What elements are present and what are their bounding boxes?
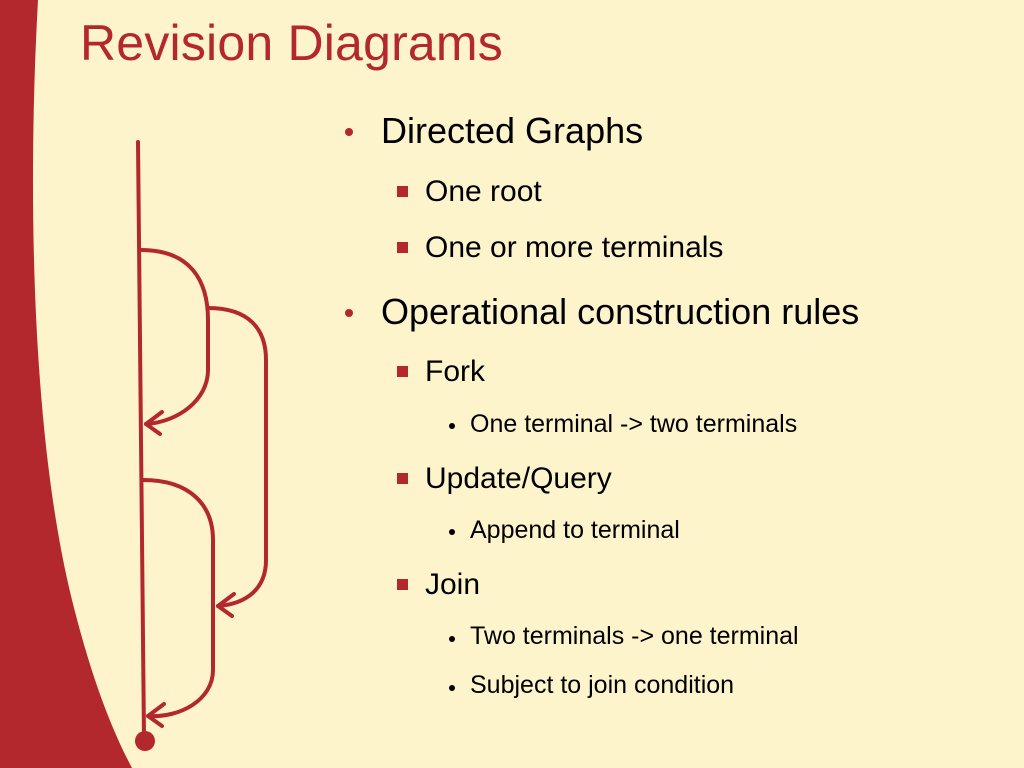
bullet-item: Append to terminal <box>470 516 680 544</box>
fork-join-arc-3 <box>141 478 215 719</box>
bullet-item: Update/Query <box>425 462 612 495</box>
bullet-item: Directed Graphs <box>381 110 644 151</box>
bullet-item: One root <box>425 175 542 208</box>
fork-join-arc-2 <box>206 306 268 608</box>
bullet-item: Operational construction rules <box>381 291 860 332</box>
bullet-square <box>397 186 408 197</box>
arrowhead-3 <box>146 702 166 728</box>
bullet-dot <box>449 423 455 429</box>
bullet-square <box>397 242 408 253</box>
bullet-item: One or more terminals <box>425 231 724 264</box>
bullet-item: One terminal -> two terminals <box>470 410 798 438</box>
left-red-panel <box>0 0 132 768</box>
slide-title: Revision Diagrams <box>80 15 503 71</box>
bullet-square <box>397 579 408 590</box>
bullet-square <box>397 473 408 484</box>
bullet-item: Join <box>425 568 481 601</box>
arrowhead-2 <box>216 592 236 618</box>
bullet-dot <box>449 529 455 535</box>
bullet-dot <box>449 685 455 691</box>
bullet-dot <box>345 128 353 136</box>
main-revision-line <box>136 140 146 740</box>
fork-join-arc-1 <box>139 248 210 426</box>
bullet-item: Fork <box>425 355 485 388</box>
bullet-dot <box>345 309 353 317</box>
bullet-dot <box>449 636 455 642</box>
bullet-item: Subject to join condition <box>470 671 735 699</box>
bullet-square <box>397 366 408 377</box>
arrowhead-1 <box>144 410 164 436</box>
bullet-item: Two terminals -> one terminal <box>470 622 799 650</box>
terminal-node <box>135 731 155 751</box>
